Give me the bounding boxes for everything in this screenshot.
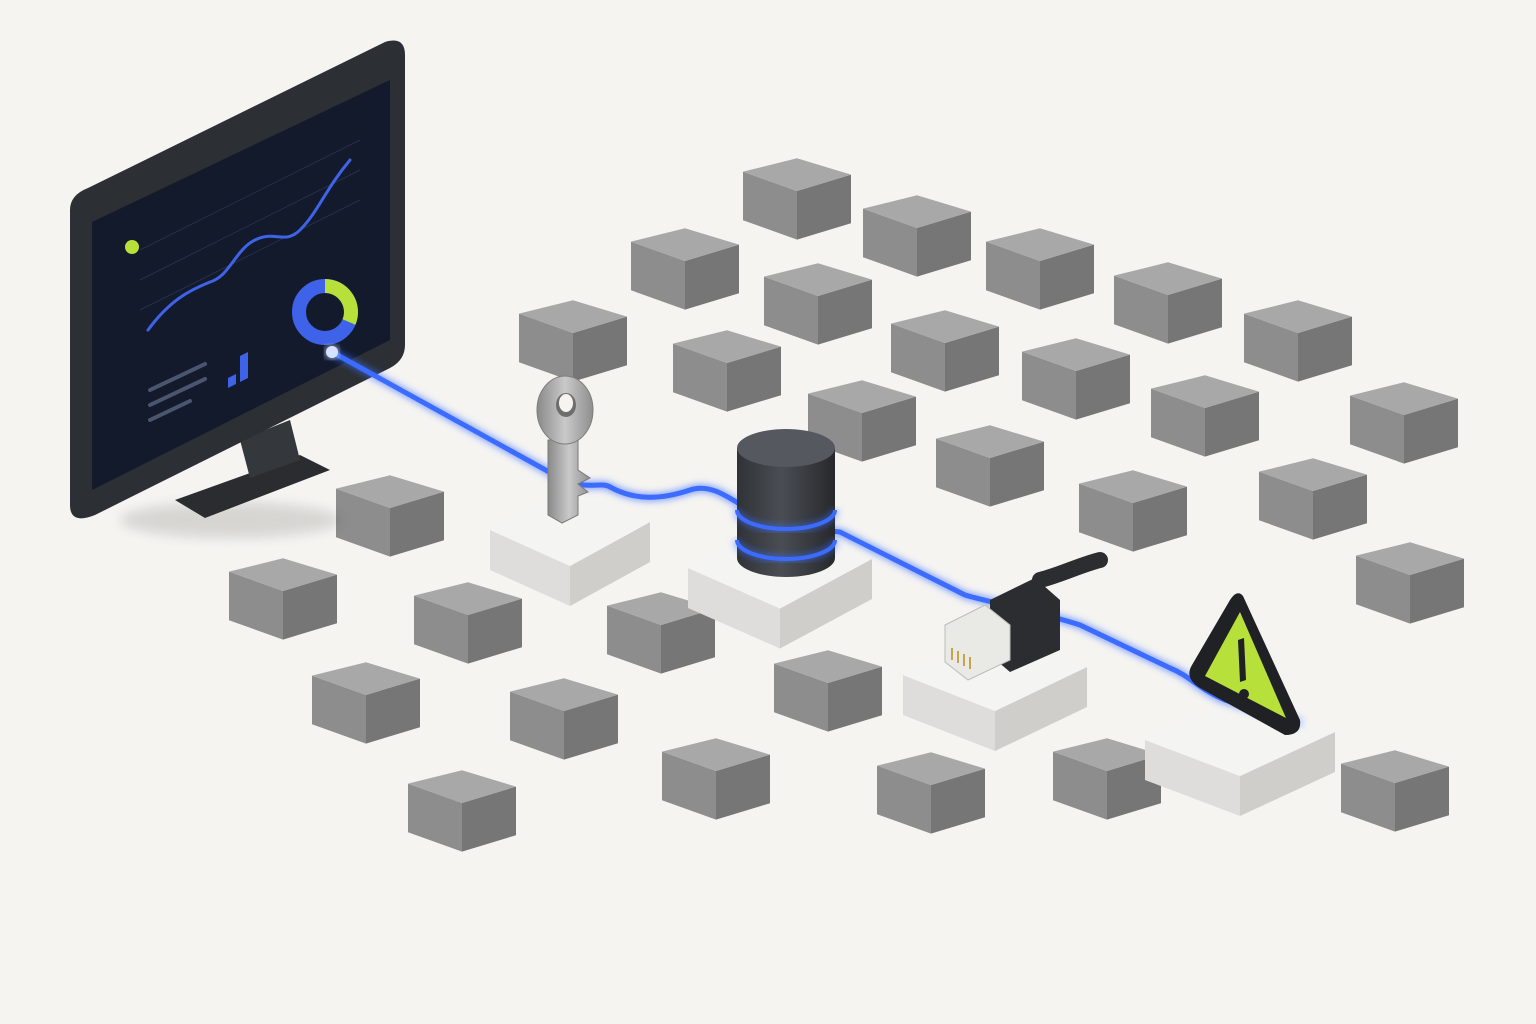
cube-block: [1244, 300, 1352, 382]
cube-block: [1079, 470, 1187, 552]
donut-chart-icon: [292, 279, 358, 345]
cube-block: [673, 330, 781, 412]
cube-block: [519, 300, 627, 382]
cube-block: [662, 738, 770, 820]
cube-block: [1022, 338, 1130, 420]
cube-block: [1259, 458, 1367, 540]
warning-icon: [1189, 593, 1301, 735]
cube-block: [877, 752, 985, 834]
monitor-icon: [70, 40, 405, 538]
pedestal: [1145, 696, 1335, 816]
cube-block: [631, 228, 739, 310]
cube-block: [1356, 542, 1464, 624]
dashboard-grid: [139, 139, 361, 311]
cube-block: [936, 425, 1044, 507]
cube-block: [774, 650, 882, 732]
cube-block: [414, 582, 522, 664]
dashboard-line-chart: [146, 158, 352, 332]
cube-block: [336, 475, 444, 557]
bar-chart-icon: [228, 352, 248, 388]
key-icon: [536, 375, 594, 524]
cube-block: [764, 263, 872, 345]
cube-block: [863, 195, 971, 277]
cube-block: [607, 592, 715, 674]
cube-block: [1053, 738, 1161, 820]
database-icon: [735, 429, 837, 577]
cube-block: [312, 662, 420, 744]
text-lines-icon: [148, 362, 207, 422]
ethernet-plug-icon: [944, 552, 1108, 681]
cube-block: [510, 678, 618, 760]
cube-block: [1151, 375, 1259, 457]
pedestal: [490, 486, 650, 606]
cube-block: [229, 558, 337, 640]
cube-block: [986, 228, 1094, 310]
cube-block: [1341, 750, 1449, 832]
status-dot-icon: [125, 240, 139, 254]
cube-grid: [229, 158, 1464, 852]
cube-block: [1350, 382, 1458, 464]
cube-block: [891, 310, 999, 392]
cube-block: [408, 770, 516, 852]
cube-block: [743, 158, 851, 240]
cube-block: [1114, 262, 1222, 344]
